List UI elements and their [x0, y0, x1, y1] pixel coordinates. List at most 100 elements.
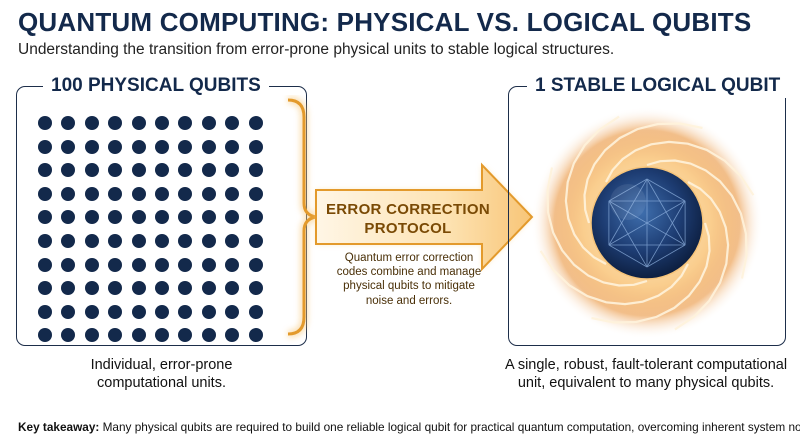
physical-qubit-dot: [154, 233, 169, 248]
physical-qubit-dot: [131, 186, 146, 201]
physical-qubit-dot: [38, 139, 52, 154]
physical-qubit-dot: [248, 233, 263, 248]
physical-qubit-dot: [178, 163, 193, 178]
physical-qubit-dot: [108, 186, 123, 201]
desc-line-1: Quantum error correction: [344, 252, 474, 264]
physical-qubit-dot: [84, 163, 99, 178]
physical-qubit-dot: [178, 281, 193, 296]
physical-qubit-dot: [178, 257, 193, 272]
physical-qubit-dot: [225, 186, 240, 201]
physical-qubit-dot: [178, 328, 193, 343]
physical-caption-line-2: computational units.: [97, 375, 226, 391]
physical-qubit-dot: [248, 210, 263, 225]
error-correction-arrow: [287, 96, 534, 338]
physical-qubit-dot: [225, 281, 240, 296]
physical-qubit-dot: [201, 163, 216, 178]
physical-qubit-dot: [248, 257, 263, 272]
physical-qubit-dot: [61, 116, 76, 130]
physical-qubit-dot: [201, 233, 216, 248]
physical-qubit-dot: [225, 328, 240, 343]
physical-qubit-dot: [154, 257, 169, 272]
orb-facet-line: [608, 200, 648, 268]
physical-qubit-dot: [61, 186, 76, 201]
physical-qubit-dot: [84, 210, 99, 225]
physical-qubit-dot: [61, 210, 76, 225]
physical-qubit-dot: [84, 257, 99, 272]
orb-swirl-arc: [646, 159, 748, 279]
physical-qubit-dot: [84, 139, 99, 154]
physical-qubit-dot: [248, 116, 263, 130]
physical-qubit-dot: [225, 139, 240, 154]
physical-qubit-dot: [201, 186, 216, 201]
physical-qubit-dot: [61, 257, 76, 272]
physical-qubit-dot: [38, 116, 52, 130]
physical-qubits-heading: 100 PHYSICAL QUBITS: [43, 74, 269, 98]
physical-qubit-dot: [178, 139, 193, 154]
orb-swirl-arc: [591, 222, 711, 324]
physical-qubit-dot: [225, 163, 240, 178]
physical-qubit-dot: [131, 257, 146, 272]
logical-qubit-heading: 1 STABLE LOGICAL QUBIT: [527, 74, 789, 98]
orb-facet-line: [608, 178, 648, 202]
takeaway-label: Key takeaway:: [18, 420, 100, 434]
physical-qubit-dot: [38, 281, 52, 296]
orb-swirl-arc: [564, 115, 620, 265]
physical-qubit-dot: [154, 328, 169, 343]
physical-qubit-dot: [131, 139, 146, 154]
physical-qubit-dot: [108, 116, 123, 130]
arrow-body: [315, 162, 534, 272]
arrow-label-line-2: PROTOCOL: [364, 220, 452, 237]
page-title: QUANTUM COMPUTING: PHYSICAL VS. LOGICAL …: [18, 7, 752, 37]
orb-facet-line: [646, 178, 686, 202]
physical-qubit-dot: [201, 139, 216, 154]
physical-qubit-dot: [108, 257, 123, 272]
physical-qubit-dot: [84, 116, 99, 130]
physical-qubit-dot: [38, 186, 52, 201]
desc-line-4: noise and errors.: [365, 294, 453, 307]
physical-qubit-dot: [225, 116, 240, 130]
physical-qubit-dot: [154, 186, 169, 201]
physical-qubit-dot: [225, 210, 240, 225]
physical-qubit-dot: [61, 233, 76, 248]
physical-qubit-dot: [178, 116, 193, 130]
physical-qubit-dot: [84, 281, 99, 296]
physical-qubit-dot: [84, 186, 99, 201]
physical-qubit-dot: [154, 304, 169, 319]
physical-qubit-dot: [61, 139, 76, 154]
physical-qubit-dot: [201, 210, 216, 225]
physical-qubit-dot: [131, 116, 146, 130]
physical-qubit-dot: [38, 233, 52, 248]
logical-qubit-orb-icon: [531, 107, 763, 339]
physical-qubit-dot: [225, 233, 240, 248]
orb-swirl-arc: [583, 122, 703, 224]
physical-qubit-dot: [201, 304, 216, 319]
physical-qubit-grid: [38, 116, 272, 352]
physical-qubit-dot: [108, 328, 123, 343]
orb-highlight: [610, 184, 646, 220]
physical-qubit-dot: [248, 281, 263, 296]
orb-facet-line: [608, 244, 648, 268]
physical-qubit-dot: [61, 328, 76, 343]
arrow-label-line-1: ERROR CORRECTION: [326, 201, 490, 218]
physical-qubit-dot: [84, 328, 99, 343]
physical-qubit-dot: [38, 210, 52, 225]
physical-caption-line-1: Individual, error-prone: [90, 357, 233, 373]
physical-qubit-dot: [84, 233, 99, 248]
desc-line-3: physical qubits to mitigate: [343, 280, 475, 293]
orb-facet-line: [646, 244, 686, 268]
physical-qubit-dot: [225, 257, 240, 272]
physical-qubit-dot: [201, 281, 216, 296]
takeaway-text: Many physical qubits are required to bui…: [99, 420, 800, 434]
logical-qubit-panel: 1 STABLE LOGICAL QUBIT: [508, 74, 789, 346]
physical-qubit-dot: [108, 163, 123, 178]
orb-swirl-arc: [539, 250, 689, 306]
error-correction-description: Quantum error correction codes combine a…: [320, 251, 498, 308]
physical-qubit-dot: [131, 328, 146, 343]
physical-qubit-dot: [108, 281, 123, 296]
physical-qubit-dot: [154, 281, 169, 296]
physical-qubit-dot: [61, 304, 76, 319]
physical-qubit-dot: [201, 116, 216, 130]
physical-qubit-dot: [131, 304, 146, 319]
orb-facet-line: [608, 200, 686, 246]
physical-qubit-dot: [201, 328, 216, 343]
